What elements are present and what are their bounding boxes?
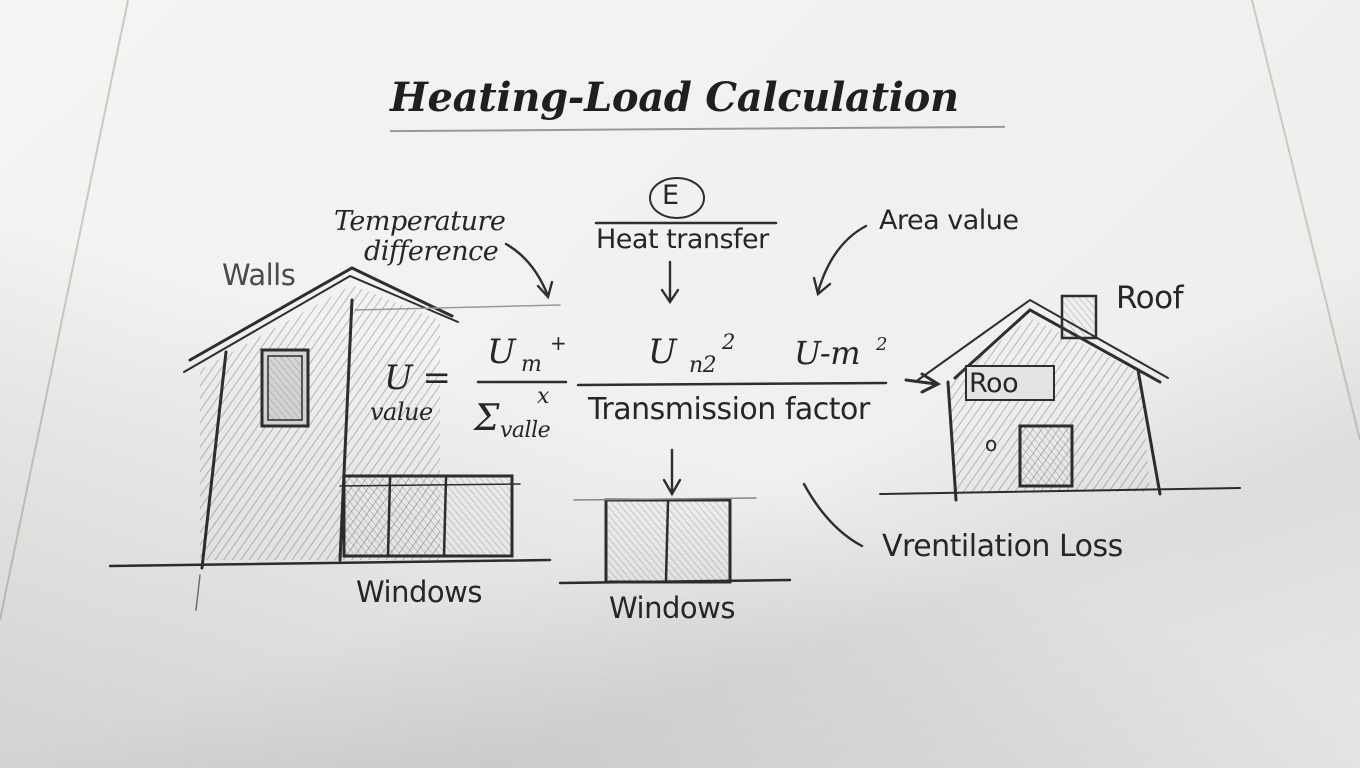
equation-term3: U-m <box>794 334 861 372</box>
label-walls: Walls <box>222 258 296 292</box>
equation-term2-sub: n2 <box>689 353 717 378</box>
center-window-sketch <box>558 497 792 585</box>
label-roof-small: o <box>985 432 997 456</box>
diagram-title: Heating-Load Calculation <box>390 74 959 121</box>
label-roof: Roof <box>1116 280 1184 316</box>
equation-numerator-u: U <box>487 332 516 372</box>
label-heat-transfer: Heat transfer <box>596 224 769 255</box>
equation-u: U = <box>384 358 451 398</box>
equation-lines <box>476 177 888 387</box>
equation-denominator-x: x <box>537 384 549 409</box>
equation-term2-u: U <box>648 332 677 372</box>
equation-sigma: Σ <box>474 398 499 439</box>
label-temperature: Temperature <box>334 206 506 237</box>
label-ventilation-loss: Vrentilation Loss <box>882 529 1123 564</box>
label-difference: difference <box>364 236 499 267</box>
equation-value: value <box>370 398 433 426</box>
label-windows-center: Windows <box>609 591 735 625</box>
equation-numerator-sup: + <box>550 331 567 355</box>
left-house-sketch <box>108 266 561 611</box>
label-transmission-factor: Transmission factor <box>588 392 870 427</box>
equation-denominator-sub: valle <box>500 418 551 443</box>
label-roof-window: Roo <box>969 368 1019 399</box>
label-circled-e: E <box>662 180 679 211</box>
label-windows-left: Windows <box>356 575 482 609</box>
right-house-sketch <box>879 294 1241 502</box>
equation-term2-sup: 2 <box>722 330 735 354</box>
annotation-arrows <box>504 224 868 548</box>
label-area-value: Area value <box>879 205 1019 236</box>
paper-edges <box>0 0 1360 621</box>
equation-term3-sup: 2 <box>876 334 887 355</box>
equation-numerator-sub: m <box>521 352 542 377</box>
